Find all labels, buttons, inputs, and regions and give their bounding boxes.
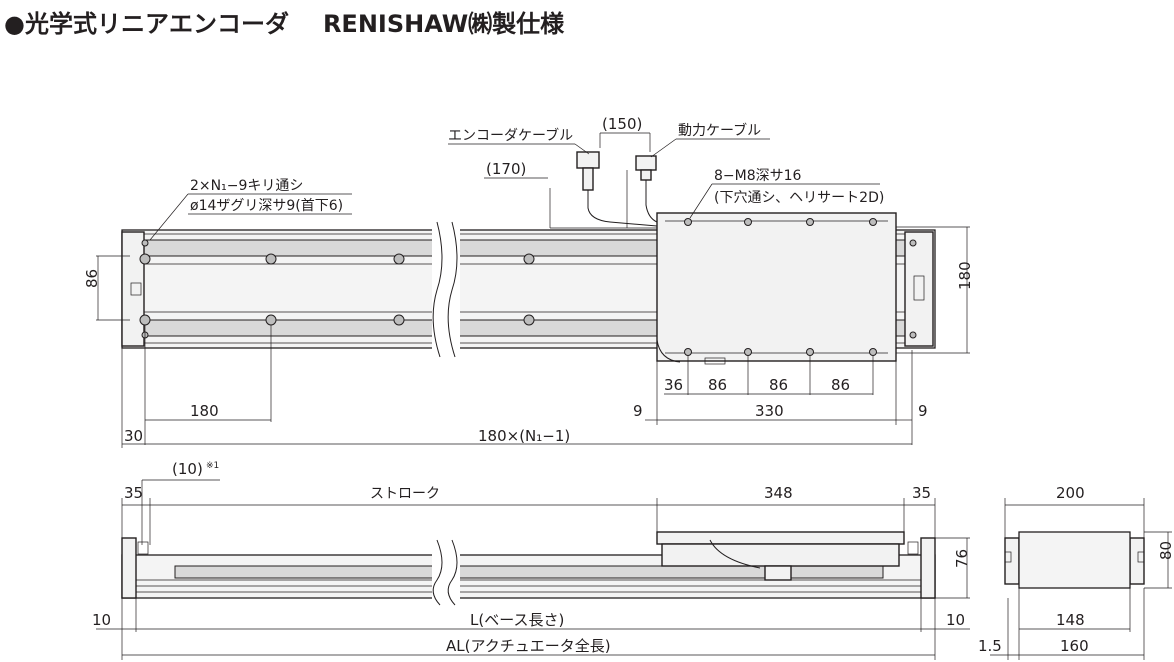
dim-80: 80: [1157, 541, 1174, 560]
dim-200: 200: [1056, 484, 1085, 502]
dim-10-note-mark: ※1: [206, 461, 219, 471]
title-maker: RENISHAW㈱製仕様: [322, 10, 565, 38]
end-cap-left: [121, 231, 145, 347]
side-end-left: [121, 537, 137, 599]
power-connector: [635, 155, 657, 171]
dim-148: 148: [1056, 611, 1085, 629]
end-cap-right: [904, 231, 934, 347]
power-cable-label: 動力ケーブル: [678, 122, 761, 139]
side-slider-top: [656, 531, 905, 545]
slider-bolts: [684, 218, 877, 356]
hole-note-line-1: 2×N₁−9キリ通シ: [190, 178, 303, 194]
dim-30: 30: [124, 427, 143, 445]
top-view: [96, 132, 970, 448]
dim-86-b: 86: [769, 376, 788, 394]
dim-10-right: 10: [946, 611, 965, 629]
title-main: ●光学式リニアエンコーダ: [4, 10, 289, 38]
tap-note-line-2: (下穴通シ、ヘリサート2D): [714, 190, 884, 206]
dim-10-left: 10: [92, 611, 111, 629]
end-view-body: [1018, 531, 1131, 589]
end-view-left-cap: [1004, 537, 1020, 585]
dim-35-right: 35: [912, 484, 931, 502]
tap-note-line-1: 8−M8深サ16: [714, 168, 802, 184]
encoder-connector: [576, 151, 600, 169]
dim-1-5: 1.5: [978, 637, 1002, 655]
dim-160: 160: [1060, 637, 1089, 655]
stroke-label: ストローク: [370, 486, 440, 502]
dim-150: (150): [602, 115, 642, 133]
side-slider-body: [661, 543, 900, 567]
end-view-right-cap: [1129, 537, 1145, 585]
encoder-cable-label: エンコーダケーブル: [448, 127, 573, 144]
side-view: [96, 479, 970, 660]
page-title: ●光学式リニアエンコーダ RENISHAW㈱製仕様: [4, 4, 564, 39]
dim-170: (170): [486, 160, 526, 178]
dim-pitch-total: 180×(N₁−1): [478, 427, 570, 445]
dim-10-note: (10): [172, 460, 203, 478]
dim-35-left: 35: [124, 484, 143, 502]
side-rail: [174, 565, 884, 579]
cables: [576, 151, 681, 363]
side-end-right: [920, 537, 936, 599]
base-length-label: L(ベース長さ): [470, 611, 564, 629]
base-bolts: [139, 239, 917, 339]
dim-180-right: 180: [956, 261, 974, 290]
dim-9-left: 9: [633, 402, 643, 420]
end-view: [990, 498, 1172, 660]
slider-block: [656, 212, 897, 362]
dim-86-c: 86: [831, 376, 850, 394]
dim-36: 36: [664, 376, 683, 394]
dim-180-pitch: 180: [190, 402, 219, 420]
dim-76: 76: [953, 549, 971, 568]
dim-348: 348: [764, 484, 793, 502]
actuator-length-label: AL(アクチュエータ全長): [446, 637, 611, 655]
dim-9-right: 9: [918, 402, 928, 420]
dim-330: 330: [755, 402, 784, 420]
dim-86-a: 86: [708, 376, 727, 394]
hole-note-line-2: ø14ザグリ深サ9(首下6): [190, 198, 343, 214]
dim-86-left: 86: [83, 269, 101, 288]
